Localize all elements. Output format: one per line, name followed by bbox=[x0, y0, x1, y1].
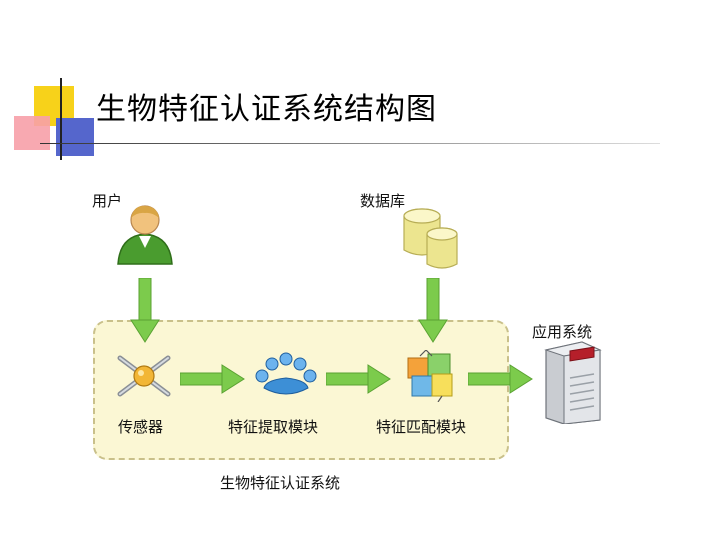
title-vertical-line bbox=[60, 78, 62, 160]
system-label: 生物特征认证系统 bbox=[220, 474, 341, 492]
user-label: 用户 bbox=[92, 192, 123, 210]
sensor-icon bbox=[117, 355, 171, 397]
arrow-extraction-to-matching bbox=[326, 364, 391, 394]
database-label: 数据库 bbox=[360, 192, 406, 210]
extraction-label: 特征提取模块 bbox=[228, 418, 319, 436]
title-horizontal-line bbox=[40, 143, 660, 144]
application-label: 应用系统 bbox=[532, 323, 593, 341]
slide-title: 生物特征认证系统结构图 bbox=[96, 92, 437, 127]
arrow-matching-to-application bbox=[468, 364, 533, 394]
arrow-database-to-matching bbox=[418, 278, 448, 343]
feature-extraction-icon bbox=[255, 352, 317, 395]
arrow-user-to-sensor bbox=[130, 278, 160, 343]
pink-square bbox=[14, 116, 50, 150]
arrow-sensor-to-extraction bbox=[180, 364, 245, 394]
matching-label: 特征匹配模块 bbox=[376, 418, 467, 436]
feature-matching-icon bbox=[407, 350, 453, 402]
user-icon bbox=[117, 205, 173, 265]
database-icon bbox=[403, 208, 458, 269]
sensor-label: 传感器 bbox=[118, 418, 164, 436]
title-decoration bbox=[0, 0, 720, 170]
blue-square bbox=[56, 118, 94, 156]
server-icon bbox=[544, 341, 602, 424]
